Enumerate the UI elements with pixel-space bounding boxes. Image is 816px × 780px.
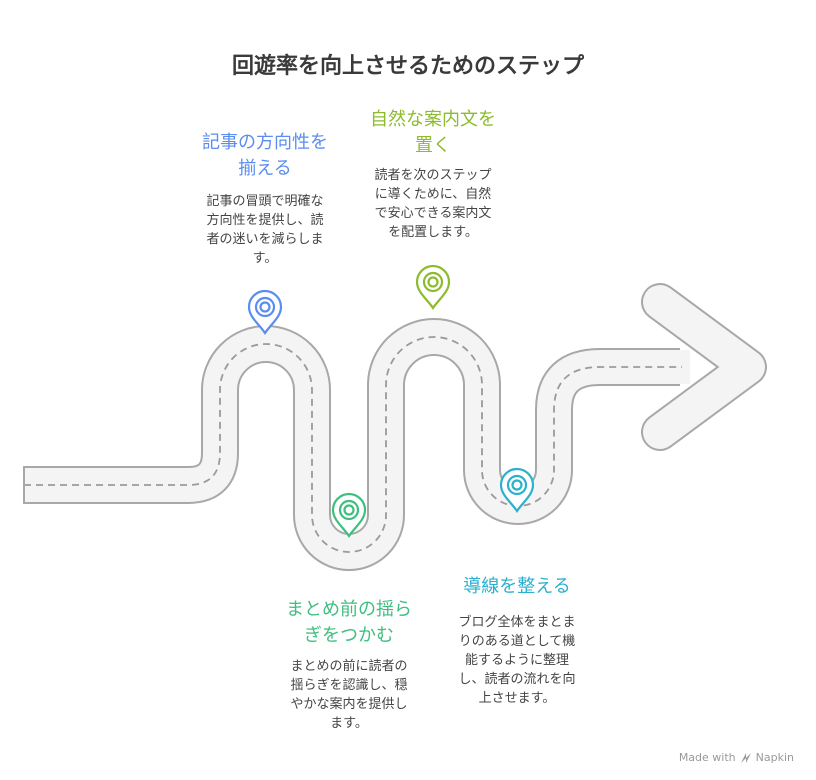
napkin-logo-icon — [740, 752, 751, 763]
map-pin-icon — [499, 467, 535, 513]
step-1-description: 記事の冒頭で明確な 方向性を提供し、読 者の迷いを減らしま す。 — [206, 194, 324, 266]
map-pin-icon — [415, 264, 451, 310]
footer-made-with: Made with — [678, 751, 736, 764]
step-2-description: まとめの前に読者の 揺らぎを認識し、穏 やかな案内を提供し ます。 — [290, 659, 408, 731]
step-3-description: 読者を次のステップ に導くために、自然 で安心できる案内文 を配置します。 — [374, 168, 492, 240]
step-4-heading: 導線を整える — [463, 576, 571, 597]
road-arrowhead-fill — [643, 285, 765, 449]
step-3-heading: 自然な案内文を 置く — [370, 109, 496, 156]
step-2-heading: まとめ前の揺ら ぎをつかむ — [286, 599, 412, 646]
step-4-description: ブログ全体をまとま りのある道として機 能するように整理 し、読者の流れを向 上… — [458, 615, 576, 706]
map-pin-icon — [331, 492, 367, 538]
map-pin-icon — [247, 289, 283, 335]
footer-brand: Napkin — [755, 751, 794, 764]
road-center-line — [24, 336, 682, 553]
footer-credit: Made with Napkin — [679, 751, 794, 764]
diagram-title: 回遊率を向上させるためのステップ — [231, 54, 584, 79]
step-1-heading: 記事の方向性を 揃える — [202, 132, 328, 179]
